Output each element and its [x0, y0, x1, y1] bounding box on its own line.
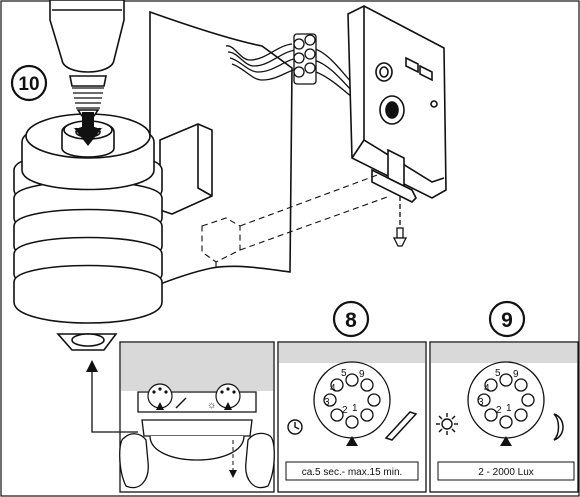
timer-dial-number: 5 — [341, 368, 347, 379]
step-8-label: 8 — [345, 309, 357, 332]
lamp-housing — [13, 113, 213, 351]
timer-dial — [313, 361, 391, 439]
step-9-badge: 9 — [488, 300, 526, 338]
sun-mini-icon: ☼ — [207, 400, 216, 411]
lux-dial-number: 9 — [513, 369, 519, 380]
timer-dial-number: 9 — [359, 369, 365, 380]
mounting-screw-icon — [392, 196, 408, 247]
step-10-badge: 10 — [10, 64, 48, 102]
lux-range-caption: 2 - 2000 Lux — [478, 467, 534, 478]
timer-range-caption: ca.5 sec.- max.15 min. — [302, 467, 403, 478]
lux-dial-number: 4 — [484, 383, 490, 394]
wall-section — [149, 10, 293, 290]
timer-dial-number: 1 — [352, 403, 358, 414]
dial-pointer-icon — [346, 436, 358, 446]
step-10-label: 10 — [18, 74, 39, 95]
clock-icon — [287, 419, 303, 435]
insert-arrow-icon — [74, 112, 102, 146]
timer-dial-number: 4 — [330, 383, 336, 394]
ramp-icon — [384, 411, 418, 441]
lux-setting-panel: 9 5 4 3 2 1 2 - 2000 Lux — [429, 341, 579, 493]
lux-dial — [467, 361, 545, 439]
lux-dial-number: 5 — [495, 368, 501, 379]
step-8-badge: 8 — [332, 300, 370, 338]
detail-leader-arrow — [86, 360, 138, 433]
light-bulb — [49, 0, 125, 117]
terminal-block — [293, 33, 317, 85]
step-9-label: 9 — [501, 309, 513, 332]
moon-icon — [553, 413, 564, 441]
lux-dial-number: 1 — [506, 403, 512, 414]
dial-pointer-icon — [500, 436, 512, 446]
timer-setting-panel: 9 5 4 3 2 1 ca.5 sec.- max.15 min. — [277, 341, 427, 493]
lux-dial-number: 2 — [496, 405, 502, 416]
wall-mount-plate — [347, 5, 447, 203]
control-access-panel: ☼ — [119, 341, 275, 493]
timer-dial-number: 3 — [324, 397, 330, 408]
sun-icon — [436, 413, 458, 435]
lux-dial-number: 3 — [478, 397, 484, 408]
alignment-guide — [201, 173, 391, 272]
timer-dial-number: 2 — [342, 405, 348, 416]
